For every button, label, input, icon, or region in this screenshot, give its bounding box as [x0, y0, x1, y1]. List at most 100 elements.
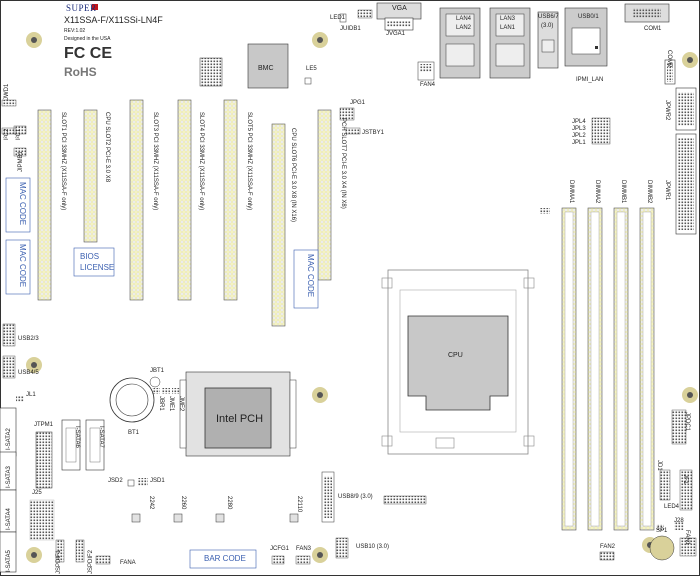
jipmb1-label: JIPMB1 — [18, 150, 24, 172]
slot7-label: PCH SLOT7 PCI-E 3.0 X4 (IN X8) — [340, 118, 346, 209]
jsd2-label: JSD2 — [108, 478, 123, 484]
isata7-label: I-SATA7 — [98, 426, 104, 448]
board-rev: REV:1.02 — [64, 28, 86, 34]
slot3-label: SLOT3 PCI 33MHZ (X11SSA-F only) — [152, 112, 158, 211]
cpu-socket — [381, 269, 535, 455]
isata4-label: I-SATA4 — [6, 508, 12, 530]
jpl1-label: JPL1 — [572, 140, 586, 146]
jpl2-label: JPL2 — [572, 133, 586, 139]
jme2-label: JME2 — [178, 396, 184, 412]
top-headers — [1, 9, 435, 157]
usb10-label: USB10 (3.0) — [356, 544, 390, 550]
board-model: X11SSA-F/X11SSi-LN4F — [64, 15, 163, 25]
jpl4-label: JPL4 — [572, 119, 586, 125]
cert-rohs: RoHS — [64, 65, 97, 79]
fana-label: FANA — [120, 560, 136, 566]
battery — [109, 376, 180, 423]
isata2-label: I-SATA2 — [6, 428, 12, 450]
jpl3-label: JPL3 — [572, 126, 586, 132]
usb67-speed-label: (3.0) — [541, 23, 554, 29]
rear-io — [376, 2, 676, 85]
i2c1-label: I²C1 — [16, 128, 22, 140]
pch-area — [179, 371, 297, 457]
isata6-label: I-SATA6 — [74, 426, 80, 448]
jtpm1-label: JTPM1 — [34, 422, 54, 428]
jme1-label: JME1 — [168, 396, 174, 412]
jspdif2-label: JSPDIF2 — [88, 549, 94, 574]
lan1-label: LAN1 — [500, 25, 516, 31]
jspdif1-label: JSPDIF1 — [56, 549, 62, 574]
slot6-label: CPU SLOT6 PCI-E 3.0 X8 (IN X16) — [290, 128, 296, 223]
brand-maker: SUPER — [66, 3, 97, 13]
dimm-slots — [540, 207, 655, 531]
jpwr1-label: JPWR1 — [664, 180, 670, 201]
jwd1-label: JWD1 — [4, 83, 10, 100]
fan2-label: FAN2 — [600, 544, 616, 550]
m2-2242-label: 2242 — [148, 496, 154, 510]
dimma2-label: DIMMA2 — [594, 180, 600, 204]
isata5-label: I-SATA5 — [6, 550, 12, 572]
j25-label: J25 — [32, 490, 42, 496]
usb67-label: USB6/7 — [538, 14, 559, 20]
cpu-label: CPU — [448, 352, 463, 359]
ipmi-lan-label: IPMI_LAN — [576, 77, 604, 83]
lan2-label: LAN2 — [456, 25, 472, 31]
mac-code-label-3: MAC CODE — [306, 254, 315, 298]
mac-code-label-2: MAC CODE — [18, 244, 27, 288]
power-connectors — [591, 87, 697, 561]
led1-label: LED1 — [330, 15, 346, 21]
m2-22110-label: 22110 — [296, 496, 302, 513]
slot1-label: SLOT1 PCI 33MHZ (X11SSA-F only) — [60, 112, 66, 211]
mac-code-label-1: MAC CODE — [18, 182, 27, 226]
m2-2280-label: 2280 — [226, 496, 232, 510]
dimmb2-label: DIMMB2 — [646, 180, 652, 204]
jcfg1-label: JCFG1 — [270, 546, 290, 552]
sata-ports — [0, 323, 105, 573]
jsd1-label: JSD1 — [150, 478, 165, 484]
jstby1-label: JSTBY1 — [362, 130, 385, 136]
sp1-label: SP1 — [656, 528, 668, 534]
com2-label: COM2 — [666, 50, 672, 68]
bios-label: BIOS — [80, 252, 100, 261]
jl1-label: JL1 — [26, 392, 36, 398]
usb89-label: USB8/9 (3.0) — [338, 494, 373, 500]
usb01-label: USB0/1 — [578, 14, 599, 20]
jpg1-label: JPG1 — [350, 100, 366, 106]
pch-label: Intel PCH — [216, 413, 264, 425]
m2-area — [55, 471, 427, 565]
j28-label: J28 — [674, 518, 684, 524]
slot4-label: SLOT4 PCI 33MHZ (X11SSA-F only) — [198, 112, 204, 211]
jiudb1-label: JUIDB1 — [340, 26, 361, 32]
expansion-slots — [37, 99, 332, 327]
jf1-label: JF1 — [682, 474, 688, 485]
fan1-label: FAN1 — [684, 530, 690, 546]
bt1-label: BT1 — [128, 430, 140, 436]
le5-label: LE5 — [306, 66, 317, 72]
bar-code-label: BAR CODE — [204, 554, 246, 563]
usb45-label: USB4/5 — [18, 370, 39, 376]
slot5-label: SLOT5 PCI 33MHZ (X11SSA-F only) — [246, 112, 252, 211]
i2c2-label: I²C2 — [4, 128, 10, 140]
fan4-label: FAN4 — [420, 82, 436, 88]
jvga1-label: JVGA1 — [386, 31, 406, 37]
board-origin: Designed in the USA — [64, 36, 111, 42]
jpdc1-label: JPDC1 — [684, 412, 690, 432]
m2-2260-label: 2260 — [180, 496, 186, 510]
dimmb1-label: DIMMB1 — [620, 180, 626, 204]
vga-label: VGA — [392, 5, 407, 12]
dimma1-label: DIMMA1 — [568, 180, 574, 204]
bmc-label: BMC — [258, 65, 274, 72]
com1-label: COM1 — [644, 26, 662, 32]
usb23-label: USB2/3 — [18, 336, 39, 342]
fan3-label: FAN3 — [296, 546, 312, 552]
jpwr2-label: JPWR2 — [664, 100, 670, 121]
jd1-label: JD1 — [656, 460, 662, 471]
label-boxes — [5, 177, 319, 569]
slot2-label: CPU SLOT2 PCI-E 3.0 X8 — [104, 112, 110, 183]
lan3-label: LAN3 — [500, 16, 516, 22]
jbr1-label: JBR1 — [158, 396, 164, 411]
led4-label: LED4 — [664, 504, 680, 510]
isata3-label: I-SATA3 — [6, 466, 12, 488]
